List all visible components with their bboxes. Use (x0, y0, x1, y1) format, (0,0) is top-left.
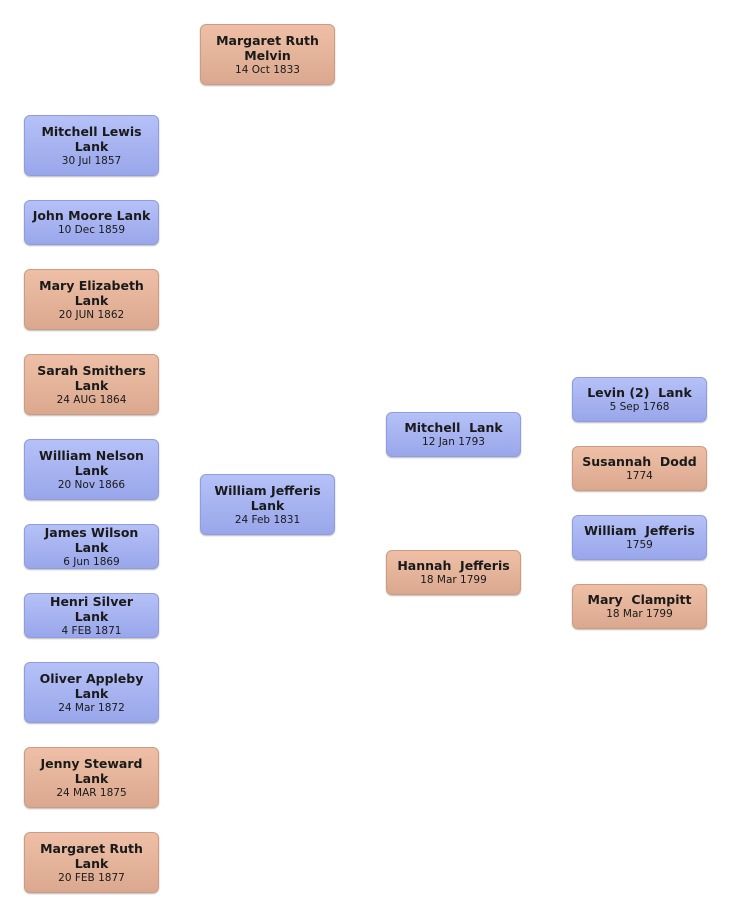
person-birth-date: 18 Mar 1799 (420, 574, 487, 586)
person-birth-date: 1774 (626, 470, 653, 482)
person-birth-date: 14 Oct 1833 (235, 63, 300, 76)
person-card-child[interactable]: Mitchell Lewis Lank 30 Jul 1857 (24, 115, 159, 176)
person-card-father[interactable]: Mitchell Lank 12 Jan 1793 (386, 412, 521, 457)
person-birth-date: 20 FEB 1877 (58, 871, 125, 884)
person-card-child[interactable]: Sarah Smithers Lank 24 AUG 1864 (24, 354, 159, 415)
person-card-child[interactable]: Oliver Appleby Lank 24 Mar 1872 (24, 662, 159, 723)
person-card-child[interactable]: William Nelson Lank 20 Nov 1866 (24, 439, 159, 500)
person-name: James Wilson Lank (44, 524, 143, 555)
person-birth-date: 24 MAR 1875 (56, 786, 127, 799)
person-card-paternal-grandmother[interactable]: Susannah Dodd 1774 (572, 446, 707, 491)
person-name: John Moore Lank (32, 208, 151, 223)
person-name: William Jefferis Lank (214, 482, 326, 513)
person-name: William Nelson Lank (39, 447, 149, 478)
person-card-child[interactable]: Jenny Steward Lank 24 MAR 1875 (24, 747, 159, 808)
person-card-root[interactable]: William Jefferis Lank 24 Feb 1831 (200, 474, 335, 535)
person-birth-date: 24 Feb 1831 (234, 513, 301, 526)
person-name: Levin (2) Lank (587, 385, 692, 400)
person-birth-date: 30 Jul 1857 (61, 154, 122, 167)
person-birth-date: 4 FEB 1871 (61, 624, 122, 637)
person-card-child[interactable]: Margaret Ruth Lank 20 FEB 1877 (24, 832, 159, 893)
person-card-maternal-grandfather[interactable]: William Jefferis 1759 (572, 515, 707, 560)
person-name: Margaret Ruth Lank (40, 840, 148, 871)
person-card-child[interactable]: Henri Silver Lank 4 FEB 1871 (24, 593, 159, 638)
person-birth-date: 12 Jan 1793 (422, 436, 485, 448)
person-birth-date: 5 Sep 1768 (609, 401, 670, 413)
person-name: Mitchell Lewis Lank (41, 123, 146, 154)
person-birth-date: 20 JUN 1862 (58, 308, 125, 321)
person-card-mother[interactable]: Hannah Jefferis 18 Mar 1799 (386, 550, 521, 595)
person-name: Margaret Ruth Melvin (216, 32, 324, 63)
person-name: William Jefferis (584, 523, 695, 538)
person-birth-date: 1759 (626, 539, 653, 551)
person-name: Mitchell Lank (404, 420, 503, 435)
person-name: Oliver Appleby Lank (39, 670, 148, 701)
person-card-child[interactable]: John Moore Lank 10 Dec 1859 (24, 200, 159, 245)
person-card-maternal-grandmother[interactable]: Mary Clampitt 18 Mar 1799 (572, 584, 707, 629)
person-birth-date: 10 Dec 1859 (57, 224, 126, 236)
person-card-child[interactable]: James Wilson Lank 6 Jun 1869 (24, 524, 159, 569)
person-birth-date: 20 Nov 1866 (57, 478, 126, 491)
person-name: Sarah Smithers Lank (37, 362, 151, 393)
person-card-paternal-grandfather[interactable]: Levin (2) Lank 5 Sep 1768 (572, 377, 707, 422)
person-birth-date: 24 Mar 1872 (58, 701, 125, 714)
person-birth-date: 6 Jun 1869 (63, 555, 120, 568)
person-name: Hannah Jefferis (397, 558, 510, 573)
person-name: Susannah Dodd (582, 454, 697, 469)
person-card-spouse[interactable]: Margaret Ruth Melvin 14 Oct 1833 (200, 24, 335, 85)
person-name: Mary Elizabeth Lank (39, 277, 149, 308)
person-birth-date: 24 AUG 1864 (56, 393, 127, 406)
person-name: Jenny Steward Lank (40, 755, 147, 786)
person-name: Henri Silver Lank (49, 593, 142, 624)
person-name: Mary Clampitt (587, 592, 692, 607)
person-card-child[interactable]: Mary Elizabeth Lank 20 JUN 1862 (24, 269, 159, 330)
person-birth-date: 18 Mar 1799 (606, 608, 673, 620)
